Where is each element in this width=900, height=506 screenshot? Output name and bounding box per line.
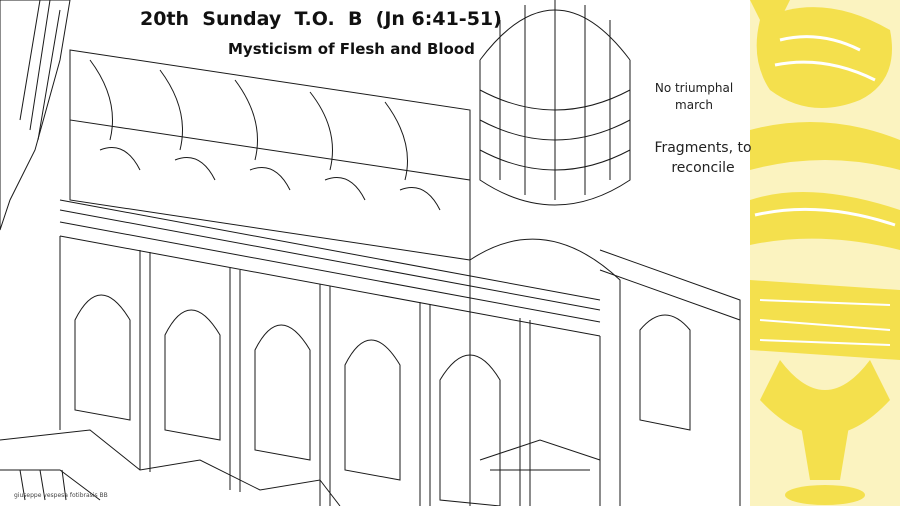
slide-title: 20th Sunday T.O. B (Jn 6:41-51) xyxy=(140,8,502,30)
note-triumphal: No triumphal march xyxy=(654,81,734,112)
slide-subtitle: Mysticism of Flesh and Blood xyxy=(228,40,475,58)
church-drawing xyxy=(0,0,741,506)
note-fragments: Fragments, to reconcile xyxy=(654,140,752,176)
image-credit: giuseppe vespesa fotibrasis BB xyxy=(14,492,108,499)
eucharist-image xyxy=(750,0,900,506)
